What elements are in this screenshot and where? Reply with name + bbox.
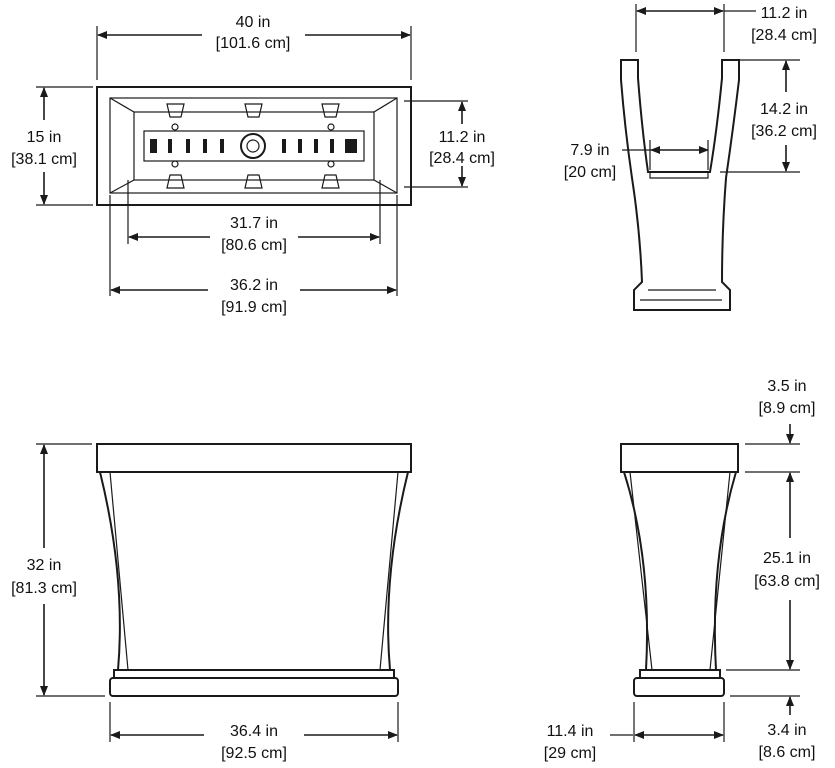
top-view: 40 in [101.6 cm] 15 in [38.1 cm] 11.2 in… xyxy=(11,14,495,316)
dim-inner-length-in: 36.2 in xyxy=(230,277,278,294)
dim-side-top-width-cm: [28.4 cm] xyxy=(751,27,817,44)
dim-top-width-cm: [38.1 cm] xyxy=(11,151,77,168)
dim-front-height-in: 32 in xyxy=(27,557,62,574)
dim-side-inner-depth-cm: [36.2 cm] xyxy=(751,123,817,140)
front-view-base xyxy=(109,677,399,697)
top-view-grid-slots xyxy=(150,139,357,153)
front-view-rim xyxy=(96,443,412,473)
dim-side-top-width-in: 11.2 in xyxy=(761,5,808,22)
dim-end-rim-height-cm: [8.9 cm] xyxy=(759,400,816,417)
dim-top-width-in: 15 in xyxy=(27,129,62,146)
front-view-body xyxy=(98,471,410,671)
side-section-outline xyxy=(620,59,740,311)
top-view-supports xyxy=(166,103,340,189)
dim-front-height-cm: [81.3 cm] xyxy=(11,580,77,597)
end-view-rim xyxy=(620,443,739,473)
dim-inner-length-cm: [91.9 cm] xyxy=(221,299,287,316)
dim-top-length-cm: [101.6 cm] xyxy=(216,35,291,52)
dim-front-base-length-in: 36.4 in xyxy=(230,723,278,740)
dim-side-inner-bottom-cm: [20 cm] xyxy=(564,164,616,181)
dim-top-inner-width-cm: [28.4 cm] xyxy=(429,150,495,167)
top-view-basin-floor xyxy=(133,111,375,181)
dim-end-body-height-in: 25.1 in xyxy=(763,550,811,567)
dim-top-length-in: 40 in xyxy=(236,14,271,31)
dim-end-base-width-cm: [29 cm] xyxy=(544,745,596,762)
dim-end-base-height-in: 3.4 in xyxy=(767,722,806,739)
dim-inner-bottom-length-cm: [80.6 cm] xyxy=(221,237,287,254)
dim-side-inner-depth-in: 14.2 in xyxy=(760,101,808,118)
dim-end-body-height-cm: [63.8 cm] xyxy=(754,573,820,590)
dim-end-base-height-cm: [8.6 cm] xyxy=(759,744,816,761)
top-view-drain-grid xyxy=(143,130,365,162)
dim-end-base-width-in: 11.4 in xyxy=(547,723,594,740)
dim-end-rim-height-in: 3.5 in xyxy=(767,378,806,395)
dim-top-inner-width-in: 11.2 in xyxy=(439,129,486,146)
end-view-base xyxy=(633,677,725,697)
side-section-view: 11.2 in [28.4 cm] 14.2 in [36.2 cm] 7.9 … xyxy=(564,4,817,311)
top-view-inner-basin xyxy=(109,97,398,194)
top-view-drain-hole xyxy=(240,133,266,159)
dim-front-base-length-cm: [92.5 cm] xyxy=(221,745,287,762)
front-view: 32 in [81.3 cm] 36.4 in [92.5 cm] xyxy=(11,443,412,762)
end-view: 3.5 in [8.9 cm] 25.1 in [63.8 cm] 3.4 in… xyxy=(544,378,820,762)
front-view-base-step xyxy=(113,669,395,679)
dim-inner-bottom-length-in: 31.7 in xyxy=(230,215,278,232)
dim-side-inner-bottom-in: 7.9 in xyxy=(570,142,609,159)
